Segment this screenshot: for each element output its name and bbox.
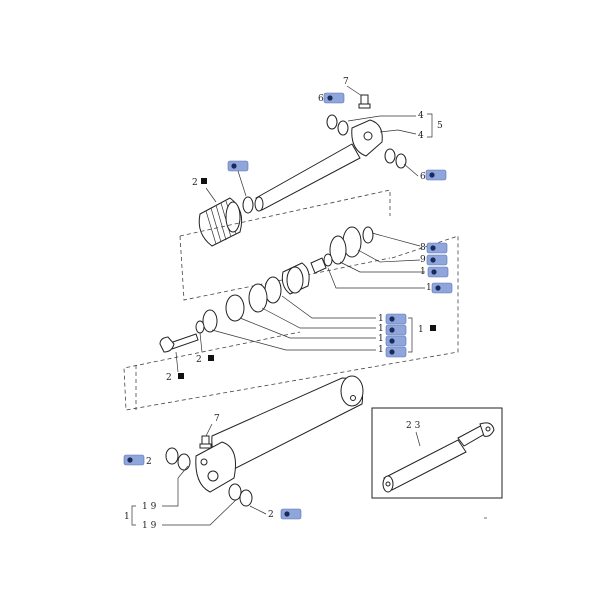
- callout-1-b: 1: [426, 283, 432, 293]
- grease-nipple-top: [346, 85, 371, 109]
- seal-ring: [384, 148, 396, 164]
- callout-2-left: 2: [146, 457, 152, 467]
- filled-square-marker-icon: [178, 373, 184, 379]
- kit-outline: [179, 189, 391, 237]
- seal-ring: [177, 453, 191, 471]
- filled-square-marker-icon: [201, 178, 207, 184]
- grease-nipple-bottom: [199, 435, 212, 449]
- callout-1-e: 1: [378, 334, 384, 344]
- callout-7-top: 7: [343, 77, 349, 87]
- kit-outline: [179, 235, 391, 301]
- info-badge-icon[interactable]: [280, 508, 302, 520]
- callout-19-top: 1 9: [142, 502, 157, 512]
- piston-rod: [254, 143, 361, 212]
- info-badge-icon[interactable]: [385, 324, 407, 336]
- callout-1-d: 1: [378, 324, 384, 334]
- info-badge-icon[interactable]: [427, 266, 449, 278]
- info-badge-icon[interactable]: [426, 254, 448, 266]
- filled-square-marker-icon: [208, 355, 214, 361]
- piston-ring: [225, 294, 245, 322]
- callout-4-a: 4: [418, 111, 424, 121]
- callout-1-bracket: 1: [124, 512, 130, 522]
- piston: [281, 262, 310, 295]
- piston-seal: [329, 235, 347, 265]
- callout-1-c: 1: [378, 314, 384, 324]
- seal-ring: [165, 447, 179, 465]
- callout-5: 5: [437, 121, 443, 131]
- small-ring: [195, 320, 205, 334]
- seal-ring: [239, 489, 253, 507]
- seal-ring: [395, 153, 407, 169]
- seal-ring: [326, 114, 338, 130]
- o-ring: [323, 253, 333, 267]
- cylinder-head-gland: [198, 197, 243, 247]
- info-badge-icon[interactable]: [426, 242, 448, 254]
- piston-ring: [202, 309, 218, 333]
- callout-2-bushing: 2: [192, 178, 198, 188]
- info-badge-icon[interactable]: [123, 454, 145, 466]
- info-badge-icon[interactable]: [227, 160, 249, 172]
- rod-eye: [351, 119, 383, 157]
- info-badge-icon[interactable]: [431, 282, 453, 294]
- callout-1-a: 1: [420, 267, 426, 277]
- callout-7-bottom: 7: [214, 414, 220, 424]
- filled-square-marker-icon: [430, 325, 436, 331]
- callout-6-right: 6: [420, 172, 426, 182]
- piston-nut: [310, 257, 327, 274]
- piston-ring: [248, 283, 268, 313]
- seal-ring: [228, 483, 242, 501]
- callout-4-b: 4: [418, 131, 424, 141]
- info-badge-icon[interactable]: [323, 92, 345, 104]
- info-badge-icon[interactable]: [385, 346, 407, 358]
- piston-bolt: [159, 333, 199, 353]
- callout-1-f: 1: [378, 345, 384, 355]
- callout-2-bottom: 2: [268, 510, 274, 520]
- callout-2-bolt: 2: [166, 373, 172, 383]
- callout-1-right: 1: [418, 325, 424, 335]
- callout-9: 9: [420, 255, 426, 265]
- cylinder-barrel: [195, 375, 364, 493]
- callout-19-bottom: 1 9: [142, 521, 157, 531]
- callout-23-inset: 2 3: [406, 421, 421, 431]
- info-badge-icon[interactable]: [385, 313, 407, 325]
- callout-6-top: 6: [318, 94, 324, 104]
- seal-ring: [242, 196, 254, 214]
- info-badge-icon[interactable]: [385, 335, 407, 347]
- info-badge-icon[interactable]: [425, 169, 447, 181]
- seal-ring: [362, 226, 374, 244]
- seal-ring: [337, 120, 349, 136]
- assembled-cylinder-inset: 2 3: [371, 407, 503, 499]
- callout-8: 8: [420, 243, 426, 253]
- callout-2-washer: 2: [196, 355, 202, 365]
